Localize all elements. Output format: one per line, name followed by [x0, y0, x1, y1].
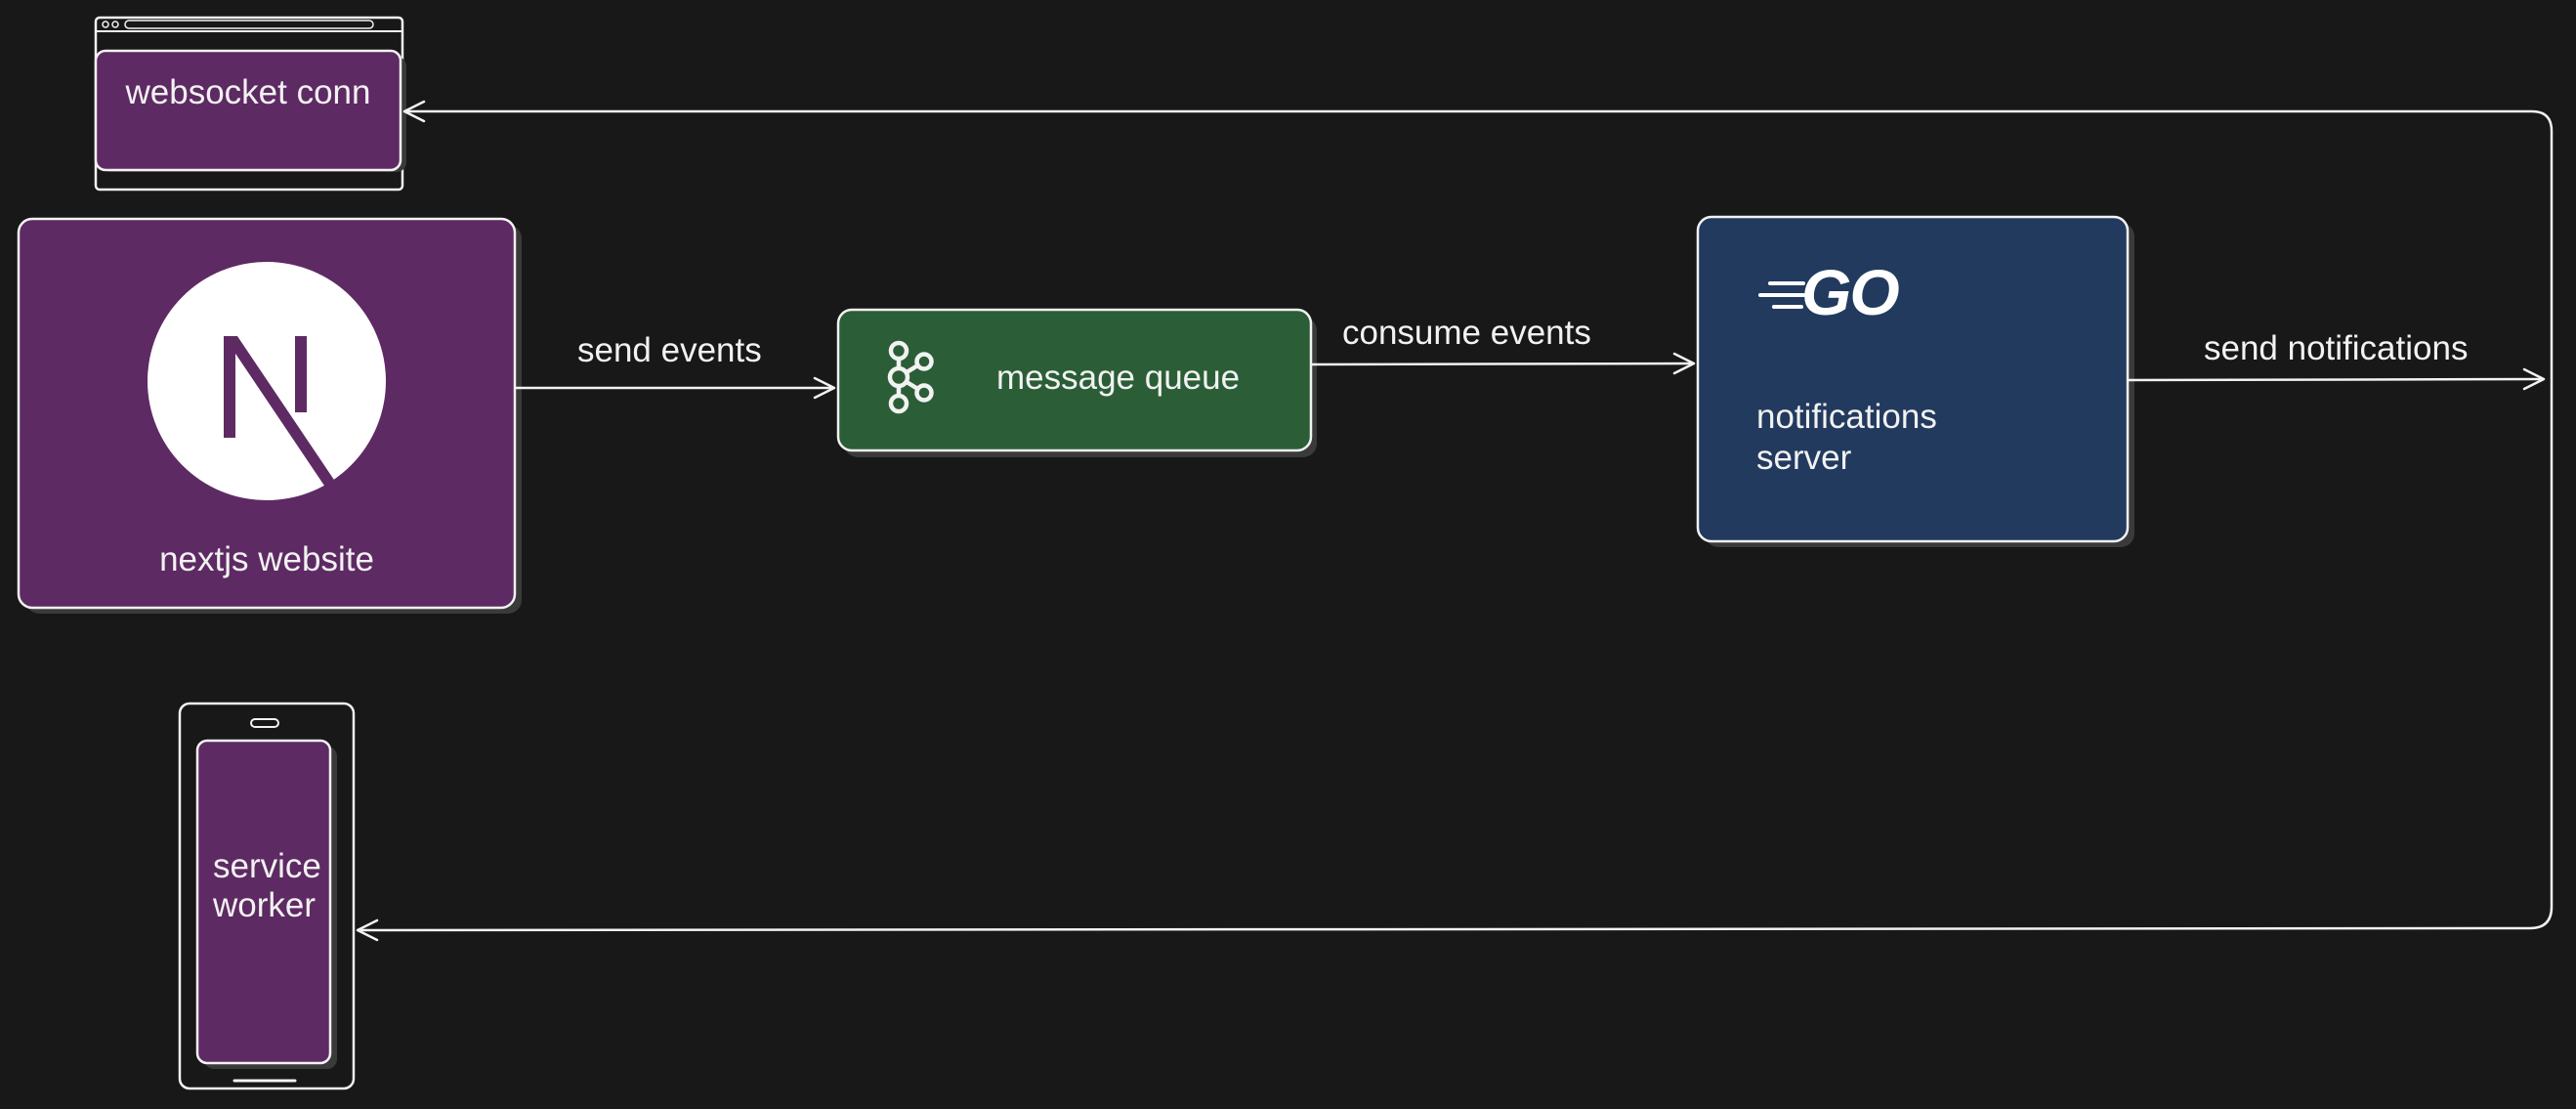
go-logo-text: GO [1801, 256, 1900, 328]
websocket-label: websocket conn [125, 73, 371, 111]
server-box [1696, 215, 2130, 543]
server-label-line1: notifications [1756, 398, 1937, 436]
browser-nav-arrows-icon [102, 21, 119, 28]
kafka-icon [887, 340, 934, 414]
service-worker-phone [178, 702, 356, 1090]
edge-label-send-notifications: send notifications [2204, 329, 2469, 367]
arrow-send-notifications [2127, 367, 2546, 391]
go-speed-lines-icon [1758, 281, 1805, 309]
service-worker-label-line2: worker [213, 886, 317, 924]
queue-label: message queue [996, 359, 1241, 397]
edge-label-send-events: send events [577, 331, 762, 369]
websocket-window [94, 16, 406, 192]
arrow-to-service-worker [356, 906, 2554, 942]
queue-node [836, 308, 1317, 457]
arrow-to-websocket [402, 100, 2554, 907]
service-worker-label-line1: service [213, 847, 321, 885]
server-node [1696, 215, 2134, 547]
websocket-box [94, 49, 402, 172]
nextjs-logo-icon [148, 262, 386, 500]
nextjs-node [17, 217, 522, 614]
service-worker-box [195, 739, 332, 1065]
arrow-consume-events [1310, 352, 1696, 375]
server-label-line2: server [1756, 439, 1852, 477]
queue-box [836, 308, 1313, 452]
browser-address-bar [124, 20, 374, 29]
edge-label-consume-events: consume events [1342, 314, 1591, 352]
phone-speaker [250, 718, 279, 728]
nextjs-label: nextjs website [159, 540, 374, 578]
